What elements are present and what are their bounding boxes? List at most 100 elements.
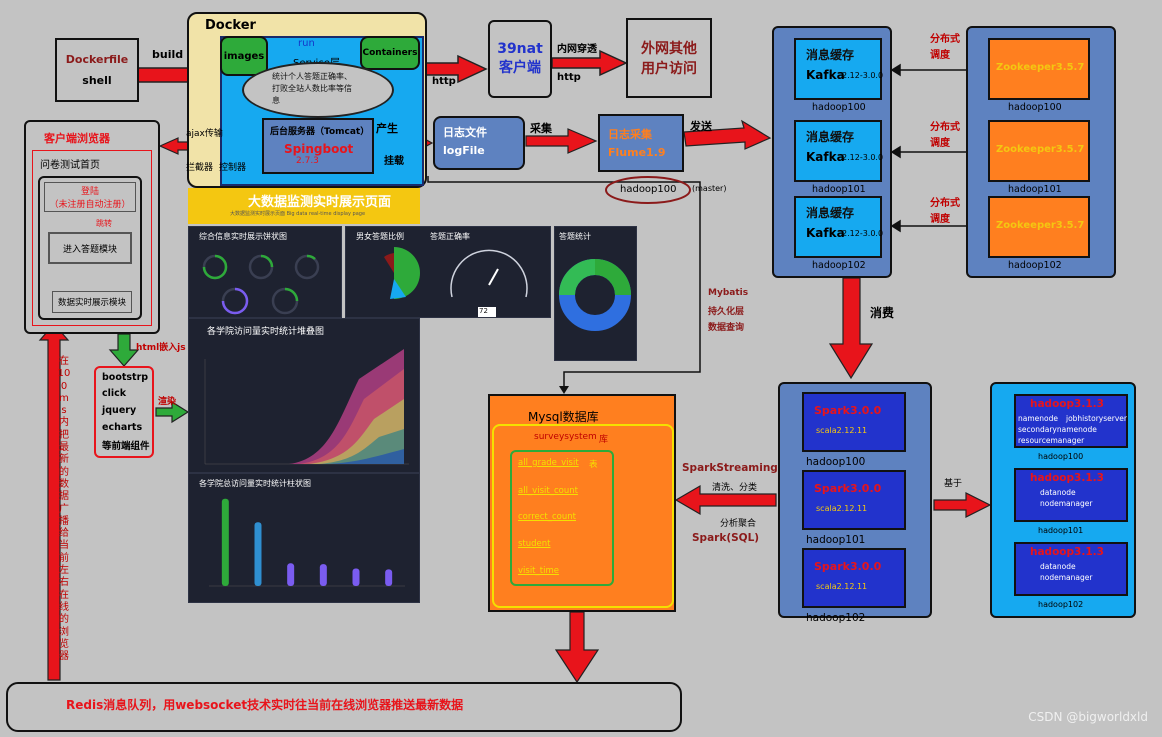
broadcast-vertical-text: 在100ms内把最新的数据广播给当前左右在线的浏览器	[57, 356, 71, 663]
panel-donut: 答题统计	[554, 226, 637, 361]
bar-学院5	[352, 568, 360, 586]
kafka-node-name-1: Kafka	[806, 150, 845, 164]
hadoop100-master-ellipse	[605, 176, 691, 204]
kafka-node-version-1: 2.12-3.0.0	[842, 153, 884, 162]
run-label: run	[298, 38, 315, 49]
spark-node-name-0: Spark3.0.0	[814, 404, 882, 417]
log-file-line2: logFile	[443, 144, 485, 157]
zookeeper-node-0	[988, 38, 1090, 100]
based-on-label: 基于	[944, 479, 963, 489]
answer-module-label: 进入答题模块	[62, 244, 117, 255]
frontend-item-4: 等前端组件	[102, 441, 150, 452]
client-home-frame	[32, 150, 152, 326]
frontend-item-2: jquery	[102, 405, 137, 416]
render-arrow	[155, 400, 190, 424]
mybatis-label-2: 数据查询	[708, 323, 745, 333]
kafka-node-host-1: hadoop101	[812, 184, 866, 195]
bar-学院4	[319, 564, 327, 586]
shell-label: shell	[82, 74, 112, 87]
spark-node-scala-2: scala2.12.11	[816, 582, 868, 591]
backend-box	[262, 118, 374, 174]
dispatch-label-1b: 调度	[930, 50, 950, 61]
dispatch-label-3a: 分布式	[930, 198, 960, 209]
frontend-item-3: echarts	[102, 422, 143, 433]
hadoop-node-1	[1014, 468, 1128, 522]
hadoop-node-host-0: hadoop100	[1038, 452, 1084, 461]
hadoop-node-2	[1014, 542, 1128, 596]
send-label: 发送	[690, 120, 712, 133]
kafka-node-2	[794, 196, 882, 258]
login-box[interactable]: 登陆 （未注册自动注册）	[44, 182, 136, 212]
dockerfile-label: Dockerfile	[65, 53, 129, 66]
stacked-area-chart	[204, 349, 409, 465]
zookeeper-node-host-2: hadoop102	[1008, 260, 1062, 271]
docker-title: Docker	[205, 18, 256, 33]
spark-node-name-1: Spark3.0.0	[814, 482, 882, 495]
spark-node-host-1: hadoop101	[806, 534, 866, 546]
collect-arrow	[525, 128, 598, 154]
send-arrow	[683, 119, 772, 150]
flume-line1: 日志采集	[608, 128, 652, 141]
hadoop-node-1-service-1: nodemanager	[1040, 499, 1093, 508]
http-label-2: http	[557, 72, 581, 83]
donut-chart	[559, 259, 631, 331]
mysql-table-1[interactable]: all_visit_count	[518, 486, 578, 496]
hadoop-node-0-service-0: namenode	[1018, 414, 1058, 423]
login-label: 登陆	[80, 187, 99, 197]
client-inner-frame	[38, 176, 142, 320]
panel-accuracy-title: 答题正确率	[430, 232, 470, 241]
render-label: 渲染	[158, 397, 177, 407]
spark-node-name-2: Spark3.0.0	[814, 560, 882, 573]
consume-arrow	[828, 277, 874, 380]
tunnel-label: 内网穿透	[557, 44, 597, 55]
mysql-table-3[interactable]: student	[518, 539, 551, 549]
mysql-table-2[interactable]: correct_count	[518, 512, 576, 522]
mysql-box	[488, 394, 676, 612]
mysql-db-frame	[492, 424, 674, 608]
kafka-node-name-0: Kafka	[806, 68, 845, 82]
dispatch-label-2b: 调度	[930, 138, 950, 149]
consume-label: 消费	[870, 306, 895, 320]
kafka-node-title-0: 消息缓存	[806, 48, 855, 62]
bar-chart-title: 各学院总访问量实时统计柱状图	[199, 479, 311, 488]
jump-label: 跳转	[96, 219, 112, 228]
ajax-label: ajax传输	[186, 129, 223, 139]
panel-stacked-title: 各学院访问量实时统计堆叠图	[207, 327, 325, 337]
display-module-box[interactable]: 数据实时展示模块	[52, 291, 132, 313]
nat-box: 39nat 客户端	[488, 20, 552, 98]
mysql-table-0[interactable]: all_grade_visit	[518, 458, 579, 468]
redis-box	[6, 682, 682, 732]
dispatch-label-3b: 调度	[930, 214, 950, 225]
kafka-node-0	[794, 38, 882, 100]
hadoop100-master-tag: (master)	[692, 184, 727, 193]
streaming-agg: 分析聚合	[720, 519, 757, 529]
dockerfile-box: Dockerfile shell	[55, 38, 139, 102]
watermark: CSDN @bigworldxld	[1028, 710, 1148, 724]
panel-pie-summary: 综合信息实时展示饼状图	[188, 226, 342, 318]
dashboard-banner	[188, 188, 420, 224]
nat-to-external-arrow	[551, 49, 628, 77]
kafka-node-host-2: hadoop102	[812, 260, 866, 271]
kafka-node-host-0: hadoop100	[812, 102, 866, 113]
redis-label: Redis消息队列，用websocket技术实时往当前在线浏览器推送最新数据	[66, 698, 464, 712]
mount-label: 挂载	[384, 156, 404, 167]
mybatis-label-1: 持久化层	[708, 307, 745, 317]
service-desc: 统计个人答题正确率、打败全站人数比率等信息	[272, 72, 352, 105]
hadoop-node-1-service-0: datanode	[1040, 488, 1076, 497]
mysql-table-4[interactable]: visit_time	[518, 566, 559, 576]
mysql-to-redis-arrow	[554, 611, 600, 684]
bar-学院2	[254, 522, 262, 586]
panel-gender: 男女答题比例 答题正确率 72	[345, 226, 551, 318]
zookeeper-node-name-1: Zookeeper3.5.7	[996, 144, 1085, 155]
mysql-db-suffix: 库	[599, 435, 609, 445]
spark-node-scala-1: scala2.12.11	[816, 504, 868, 513]
html-js-arrow	[108, 333, 140, 367]
spark-node-2	[802, 548, 906, 608]
hadoop-node-2-service-1: nodemanager	[1040, 573, 1093, 582]
answer-module-box[interactable]: 进入答题模块	[48, 232, 132, 264]
build-label: build	[152, 48, 184, 61]
zookeeper-node-2	[988, 196, 1090, 258]
panel-stacked-area: 各学院访问量实时统计堆叠图	[188, 318, 420, 473]
mysql-table-suffix: 表	[589, 460, 598, 470]
docker-to-nat-arrow	[421, 54, 488, 84]
